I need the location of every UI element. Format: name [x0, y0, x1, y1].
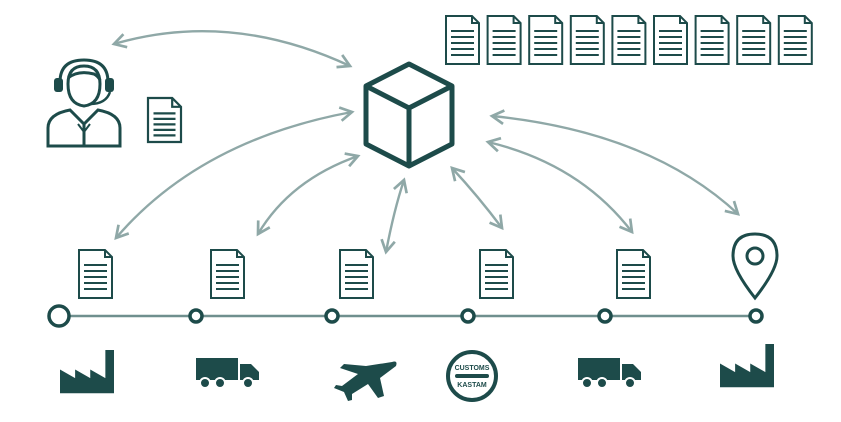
factory-icon: [60, 350, 114, 394]
arrow-destination-to-hub: [489, 109, 740, 216]
airplane-icon: [334, 361, 397, 401]
timeline-start-node: [47, 304, 71, 328]
document-stack: [445, 15, 813, 65]
factory-icon: [720, 344, 774, 388]
arrow-agent-to-hub: [111, 29, 353, 69]
arrow-customs-to-hub: [450, 166, 504, 231]
document-icon: [339, 249, 374, 299]
truck-icon: [577, 357, 642, 389]
document-icon: [445, 15, 480, 65]
timeline-node: [460, 308, 476, 324]
timeline-node: [188, 308, 204, 324]
timeline-node: [597, 308, 613, 324]
customer-service-agent-icon: [46, 58, 122, 148]
timeline-documents: [78, 249, 651, 299]
arrow-truck2-to-hub: [485, 136, 634, 235]
document-icon: [78, 249, 113, 299]
cube-icon: [363, 61, 455, 169]
document-icon: [479, 249, 514, 299]
truck-icon: [195, 357, 260, 389]
customs-label: CUSTOMS: [455, 365, 490, 372]
agent-document-icon: [146, 96, 183, 144]
document-icon: [486, 15, 522, 65]
document-icon: [777, 15, 813, 65]
document-icon: [736, 15, 772, 65]
kastam-label: KASTAM: [457, 382, 487, 389]
arrow-truck-to-hub: [256, 152, 361, 237]
document-icon: [569, 15, 605, 65]
document-icon: [653, 15, 688, 65]
connection-arrows: [111, 29, 740, 255]
timeline-node: [748, 308, 764, 324]
document-icon: [611, 15, 647, 65]
document-icon: [210, 249, 245, 299]
arrow-origin-to-hub: [114, 106, 355, 241]
document-icon: [694, 15, 730, 65]
customs-stamp-icon: CUSTOMS KASTAM: [446, 350, 498, 402]
timeline-node: [324, 308, 340, 324]
location-pin-icon: [731, 232, 779, 301]
document-icon: [616, 249, 651, 299]
document-icon: [528, 15, 564, 65]
arrow-plane-to-hub: [380, 177, 408, 255]
